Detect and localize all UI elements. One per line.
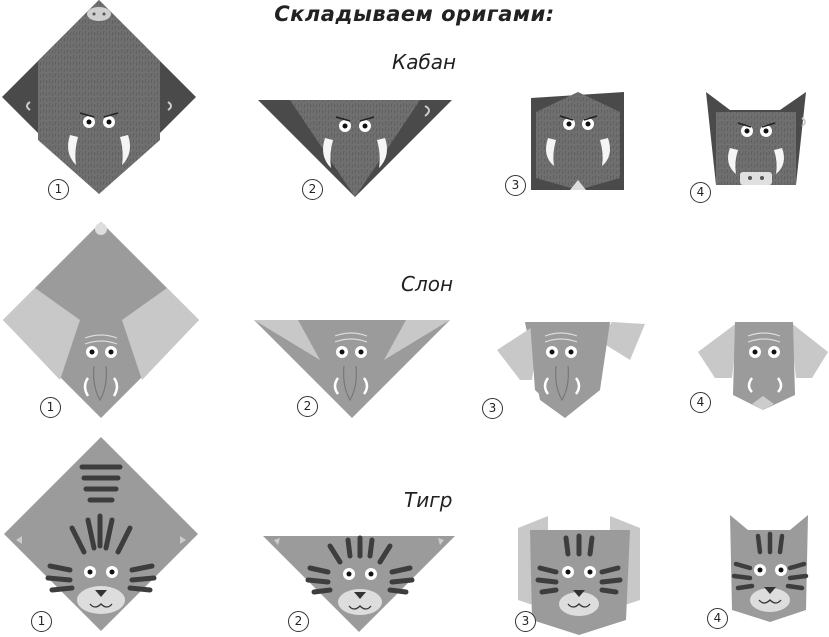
step-badge-elephant-3: 3 — [482, 398, 503, 419]
step-badge-tiger-3: 3 — [515, 611, 536, 632]
step-badge-tiger-2: 2 — [288, 611, 309, 632]
step-badge-elephant-1: 1 — [40, 397, 61, 418]
elephant-step-3 — [497, 322, 645, 418]
tiger-step-1 — [4, 437, 198, 631]
page-title: Складываем оригами: — [274, 2, 555, 26]
step-badge-elephant-4: 4 — [690, 392, 711, 413]
step-badge-tiger-4: 4 — [707, 608, 728, 629]
step-badge-boar-3: 3 — [505, 175, 526, 196]
elephant-step-1 — [3, 222, 199, 418]
boar-step-3 — [531, 92, 624, 190]
tiger-step-2 — [263, 535, 455, 632]
tiger-step-3 — [518, 516, 640, 635]
boar-step-1 — [2, 0, 196, 194]
boar-step-4 — [706, 92, 806, 185]
step-badge-elephant-2: 2 — [297, 396, 318, 417]
tiger-step-4 — [730, 515, 809, 622]
boar-step-2 — [258, 100, 452, 197]
step-badge-boar-4: 4 — [690, 182, 711, 203]
elephant-step-2 — [254, 320, 450, 418]
row-label-elephant: Слон — [401, 272, 454, 296]
elephant-step-4 — [698, 322, 828, 410]
row-label-boar: Кабан — [392, 50, 457, 74]
step-badge-boar-2: 2 — [302, 179, 323, 200]
row-label-tiger: Тигр — [404, 488, 453, 512]
step-badge-boar-1: 1 — [48, 179, 69, 200]
step-badge-tiger-1: 1 — [31, 611, 52, 632]
